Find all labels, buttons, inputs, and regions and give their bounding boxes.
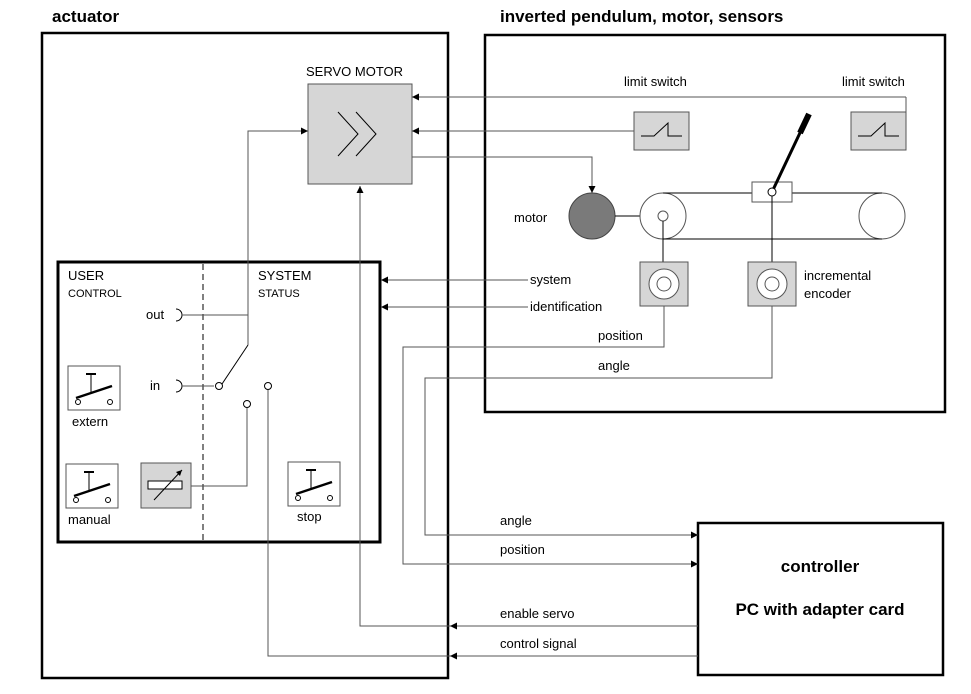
control-signal-label: control signal [500, 636, 577, 651]
toggle-icon [73, 482, 111, 498]
enable-servo-wire [356, 186, 698, 627]
actuator-heading: actuator [52, 7, 119, 26]
control-signal-wire [267, 390, 698, 657]
selector-contact [243, 400, 251, 408]
encoder-label: encoder [804, 286, 852, 301]
plant-frame [483, 33, 947, 414]
selector-switch-arm [221, 344, 249, 385]
control-panel-frame [56, 260, 382, 544]
system-signal-label: system [530, 272, 571, 287]
servo-chevron-icon [337, 111, 359, 157]
controller-box [696, 521, 945, 677]
position-output-label: position [500, 542, 545, 557]
plant-heading: inverted pendulum, motor, sensors [500, 7, 783, 26]
angle-output-label: angle [500, 513, 532, 528]
in-label: in [150, 378, 160, 393]
angle-signal-label: angle [598, 358, 630, 373]
servo-input-wire [247, 127, 308, 345]
controller-title: controller [781, 557, 860, 576]
actuator-frame [40, 31, 450, 680]
in-connector-icon [175, 379, 183, 393]
pot-wire [191, 408, 248, 487]
angle-wire [424, 306, 773, 539]
switch-symbol-icon [641, 121, 682, 137]
limit-switch-right-label: limit switch [842, 74, 905, 89]
servo-motor-block [307, 83, 413, 185]
enable-servo-label: enable servo [500, 606, 574, 621]
position-wire [402, 306, 698, 568]
identification-signal-label: identification [530, 299, 602, 314]
control-label: CONTROL [68, 288, 122, 300]
motor-circle [568, 192, 616, 240]
selector-contact [264, 382, 272, 390]
incremental-label: incremental [804, 268, 871, 283]
controller-subtitle: PC with adapter card [735, 600, 904, 619]
limit-switch-left [633, 111, 690, 151]
potentiometer-icon [147, 480, 183, 490]
pulley-right [858, 192, 906, 240]
motor-drive-wire [412, 156, 596, 193]
limit-switch-left-label: limit switch [624, 74, 687, 89]
out-connector-icon [175, 308, 183, 322]
motor-label: motor [514, 210, 548, 225]
switch-symbol-icon [858, 121, 899, 137]
system-label: SYSTEM [258, 268, 311, 283]
position-signal-label: position [598, 328, 643, 343]
stop-label: stop [297, 509, 322, 524]
out-label: out [146, 307, 164, 322]
toggle-icon [75, 384, 113, 400]
toggle-icon [295, 480, 333, 496]
manual-label: manual [68, 512, 111, 527]
user-label: USER [68, 268, 104, 283]
extern-label: extern [72, 414, 108, 429]
status-label: STATUS [258, 288, 300, 300]
servo-motor-label: SERVO MOTOR [306, 64, 403, 79]
servo-chevron-icon [355, 111, 377, 157]
limit-switch-right [850, 111, 907, 151]
selector-pivot [215, 382, 223, 390]
